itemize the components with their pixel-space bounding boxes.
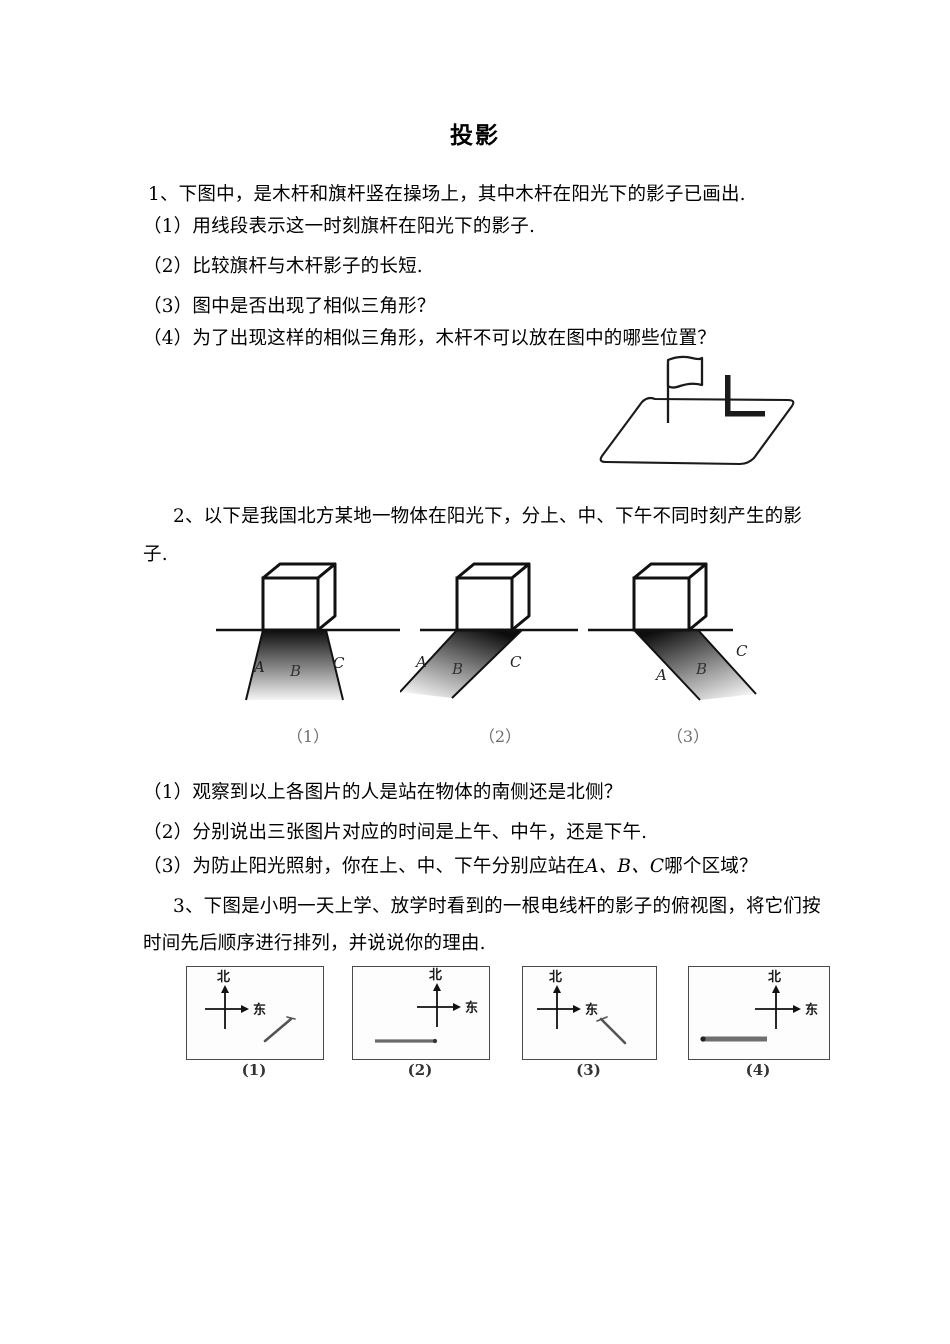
box-front-face-2 [455,576,514,632]
compass-east-label-4: 东 [805,1002,818,1018]
question-2-item-1: （1）观察到以上各图片的人是站在物体的南侧还是北侧？ [143,782,623,803]
compass-north-label-4: 北 [768,970,781,985]
compass-east-label-2: 东 [465,1000,478,1016]
compass-east-arrow-2 [453,1003,461,1011]
compass-north-label-1: 北 [217,970,230,985]
zone-label-c-1: C [333,654,345,672]
compass-east-arrow-4 [793,1005,801,1013]
zone-label-a-3: A [654,666,667,684]
shadow-tip-1 [286,1016,296,1020]
compass-north-label-3: 北 [549,970,562,985]
question-2-lead: 2、以下是我国北方某地一物体在阳光下，分上、中、下午不同时刻产生的影子. [143,506,803,565]
question-1-item-2: （2）比较旗杆与木杆影子的长短. [143,256,423,277]
topview-svg-3: 北 东 [537,970,627,1045]
question-2-item-3-head: （3）为防止阳光照射，你在上、中、下午分别应站在 [143,856,586,877]
question-1-lead: 1、下图中，是木杆和旗杆竖在操场上，其中木杆在阳光下的影子已画出. [148,184,746,205]
ground-plane-shape [599,396,795,466]
shadow-area-2 [400,630,522,698]
topview-box-3: 北 东 [522,966,657,1060]
question-2-item-2: （2）分别说出三张图片对应的时间是上午、中午，还是下午. [143,822,648,843]
topview-svg-4: 北 东 [700,970,818,1042]
compass-north-arrow-2 [433,983,441,991]
figure-caption-3: （3） [666,727,710,746]
box-front-face-3 [632,576,691,632]
topview-svg-2: 北 东 [375,968,478,1044]
shadow-edge-left-3 [633,629,701,701]
question-1-item-3: （3）图中是否出现了相似三角形？ [143,296,436,317]
box-side-face-2 [510,562,531,632]
shadow-edge-right-3 [697,629,757,695]
topview-box-2: 北 东 [352,966,490,1060]
compass-north-arrow-4 [772,985,780,993]
box-shadow-svg-1: A B C [216,562,400,701]
box-side-face-3 [687,562,708,632]
zone-label-b-1: B [289,662,301,680]
figure-caption-1: （1） [286,727,330,746]
figure-group-box-shadows: A B C （1） [200,552,810,747]
compass-north-label-2: 北 [429,968,442,983]
zone-label-c-2: C [510,653,522,671]
question-2-item-3: （3）为防止阳光照射，你在上、中、下午分别应站在A、B、C哪个区域？ [143,854,758,880]
figure-box-shadow-3: A B C （3） [588,552,788,747]
flag-cloth-shape [666,355,704,389]
shadow-edge-right-1 [325,629,344,701]
box-shadow-svg-3: A B C [588,562,757,701]
wooden-pole-shape [725,375,731,416]
compass-east-arrow-3 [573,1005,581,1013]
zone-label-a-1: A [252,658,265,676]
compass-east-arrow-1 [241,1005,249,1013]
figure-box-shadow-1: A B C （1） [208,552,408,747]
topview-caption-3: (3) [576,1061,601,1079]
shadow-edge-right-2 [451,629,523,699]
playground-flagpole-svg [599,355,795,466]
zone-label-b-3: B [695,660,707,678]
page-title: 投影 [450,123,500,149]
question-2-item-3-zones: A、B、C [585,856,665,877]
compass-north-arrow-1 [221,985,229,993]
zone-label-a-2: A [414,653,427,671]
wooden-pole-shadow-shape [725,411,765,417]
shadow-edge-left-1 [245,629,264,701]
shadow-line-3 [599,1017,627,1045]
question-2-item-3-tail: 哪个区域？ [664,856,758,877]
shadow-endpoint-4 [700,1036,706,1042]
compass-east-label-1: 东 [253,1002,266,1018]
shadow-endpoint-2 [432,1038,438,1044]
figure-caption-2: （2） [478,727,522,746]
topview-box-4: 北 东 [688,966,830,1060]
question-1-item-1: （1）用线段表示这一时刻旗杆在阳光下的影子. [143,216,536,237]
compass-east-label-3: 东 [585,1002,598,1018]
box-shadow-svg-2: A B C [399,562,578,699]
topview-caption-1: (1) [241,1061,267,1079]
figure-group-topviews: 北 东 (1) 北 东 (2) [186,966,866,1084]
topview-caption-2: (2) [407,1061,433,1079]
topview-box-1: 北 东 [186,966,324,1060]
figure-box-shadow-2: A B C （2） [399,552,600,747]
topview-svg-1: 北 东 [205,970,296,1043]
shadow-line-1 [263,1017,293,1043]
box-front-face-1 [261,576,320,632]
zone-label-b-2: B [451,660,463,678]
shadow-area-3 [634,630,756,700]
question-1-item-4: （4）为了出现这样的相似三角形，木杆不可以放在图中的哪些位置？ [143,328,716,349]
compass-north-arrow-3 [553,985,561,993]
shadow-edge-left-2 [399,629,458,693]
shadow-area-1 [246,630,343,700]
shadow-tip-3 [596,1016,608,1022]
topview-caption-4: (4) [745,1061,771,1079]
zone-label-c-3: C [736,642,748,660]
box-side-face-1 [316,562,337,632]
question-3-lead: 3、下图是小明一天上学、放学时看到的一根电线杆的影子的俯视图，将它们按时间先后顺… [143,896,821,954]
figure-playground-flagpole [580,352,825,487]
